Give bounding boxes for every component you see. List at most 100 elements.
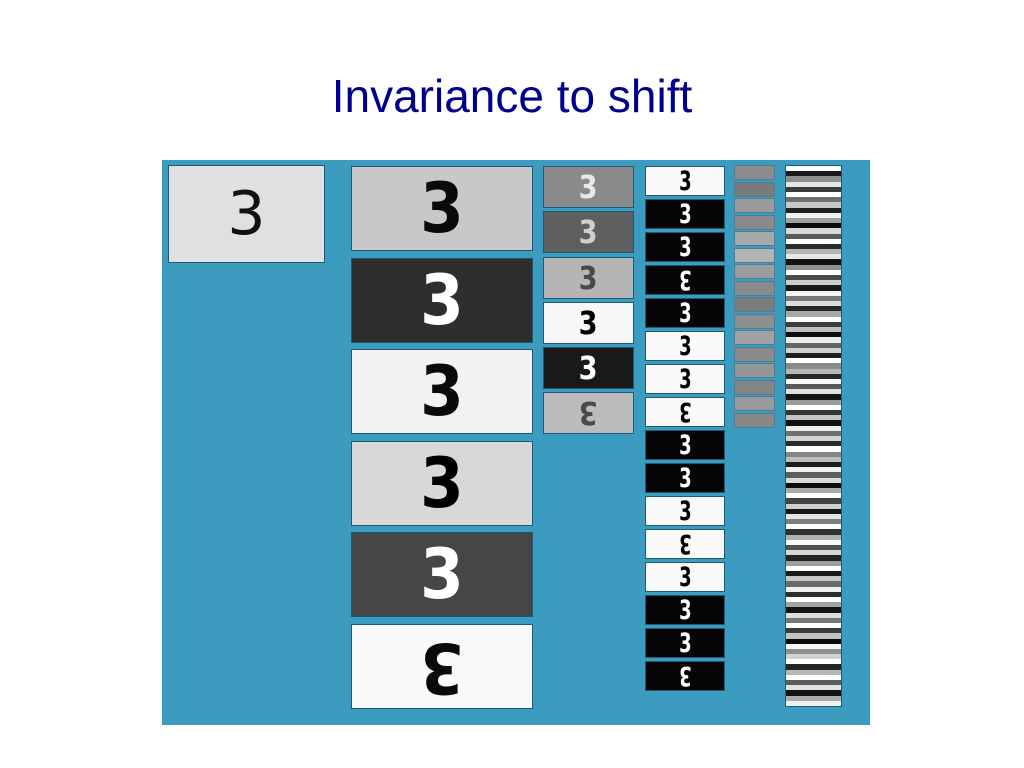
output-strip-row <box>786 176 841 183</box>
layer3-map: 3 <box>645 661 725 691</box>
output-strip-row <box>786 295 841 302</box>
output-strip-row <box>786 363 841 370</box>
output-strip-row <box>786 352 841 359</box>
digit-glyph: 3 <box>678 199 692 229</box>
output-strip-row <box>786 456 841 463</box>
digit-glyph: 3 <box>227 179 266 249</box>
output-strip-row <box>786 451 841 458</box>
output-strip-row <box>786 498 841 505</box>
layer4-map <box>734 247 775 263</box>
output-strip-row <box>786 648 841 655</box>
output-strip-row <box>786 560 841 567</box>
output-strip-row <box>786 602 841 609</box>
input-image: 3 <box>168 165 325 263</box>
output-strip-row <box>786 389 841 396</box>
output-strip-row <box>786 472 841 479</box>
layer4-map <box>734 330 775 345</box>
layer4-map <box>734 198 775 213</box>
layer3-map: 3 <box>645 364 725 394</box>
output-strip-row <box>786 197 841 204</box>
output-strip-row <box>786 186 841 193</box>
output-strip-row <box>786 654 841 661</box>
layer2-map: 3 <box>543 302 634 344</box>
output-strip-row <box>786 301 841 307</box>
layer3-map: 3 <box>645 232 725 262</box>
output-strip-row <box>786 342 841 349</box>
output-strip-row <box>786 529 841 536</box>
output-strip-row <box>786 373 841 380</box>
output-strip-row <box>786 591 841 598</box>
output-strip-row <box>786 280 841 287</box>
digit-glyph: 3 <box>420 533 464 615</box>
output-strip-row <box>786 695 841 702</box>
digit-glyph: 3 <box>678 166 692 196</box>
layer4-map <box>734 264 775 279</box>
output-strip-row <box>786 607 841 614</box>
output-strip-row <box>786 539 841 546</box>
output-strip-row <box>786 410 841 417</box>
output-strip-row <box>786 290 841 297</box>
output-strip-row <box>786 191 841 198</box>
output-strip-row <box>786 477 841 484</box>
digit-glyph: 3 <box>420 442 464 524</box>
output-strip-row <box>786 628 841 635</box>
output-strip-row <box>786 243 841 250</box>
layer3-map: 3 <box>645 199 725 229</box>
digit-glyph: 3 <box>579 394 598 432</box>
digit-glyph: 3 <box>420 259 464 341</box>
layer2-map: 3 <box>543 211 634 253</box>
digit-glyph: 3 <box>420 167 464 249</box>
layer3-map: 3 <box>645 529 725 559</box>
layer3-map: 3 <box>645 496 725 526</box>
layer4-map <box>734 379 775 395</box>
output-strip-row <box>786 326 841 333</box>
output-strip-row <box>786 690 841 697</box>
output-strip-row <box>786 394 841 401</box>
output-strip-row <box>786 316 841 323</box>
digit-glyph: 3 <box>678 463 692 493</box>
output-strip-row <box>786 399 841 406</box>
digit-glyph: 3 <box>678 628 692 658</box>
digit-glyph: 3 <box>678 331 692 361</box>
output-strip-row <box>786 508 841 515</box>
output-strip-row <box>786 238 841 245</box>
output-strip-row <box>786 617 841 624</box>
layer4-map <box>734 280 775 296</box>
digit-glyph: 3 <box>678 298 692 328</box>
output-strip-row <box>786 545 841 552</box>
layer2-map: 3 <box>543 257 634 299</box>
digit-glyph: 3 <box>579 213 598 251</box>
output-strip-row <box>786 550 841 557</box>
output-strip-row <box>786 425 841 432</box>
output-strip-row <box>786 275 841 282</box>
layer3-map: 3 <box>645 265 725 295</box>
output-strip-row <box>786 700 841 706</box>
output-strip-row <box>786 368 841 375</box>
layer1-map: 3 <box>351 624 533 709</box>
layer4-map <box>734 363 775 378</box>
output-strip-row <box>786 638 841 645</box>
layer1-map: 3 <box>351 166 533 251</box>
output-strip-row <box>786 503 841 510</box>
digit-glyph: 3 <box>678 364 692 394</box>
slide-title: Invariance to shift <box>331 70 693 122</box>
output-strip-row <box>786 254 841 261</box>
layer3-map: 3 <box>645 595 725 625</box>
digit-glyph: 3 <box>579 349 598 387</box>
digit-glyph: 3 <box>579 168 598 206</box>
digit-glyph: 3 <box>579 304 598 342</box>
output-strip-row <box>786 420 841 427</box>
digit-glyph: 3 <box>678 529 692 559</box>
output-strip-row <box>786 358 841 365</box>
output-strip-row <box>786 664 841 671</box>
output-strip-row <box>786 493 841 500</box>
layer1-map: 3 <box>351 441 533 526</box>
output-strip-row <box>786 347 841 354</box>
output-strip <box>785 165 842 707</box>
layer3-map: 3 <box>645 430 725 460</box>
output-strip-row <box>786 487 841 494</box>
layer4-map <box>734 181 775 197</box>
output-strip-row <box>786 228 841 235</box>
output-strip-row <box>786 166 841 172</box>
